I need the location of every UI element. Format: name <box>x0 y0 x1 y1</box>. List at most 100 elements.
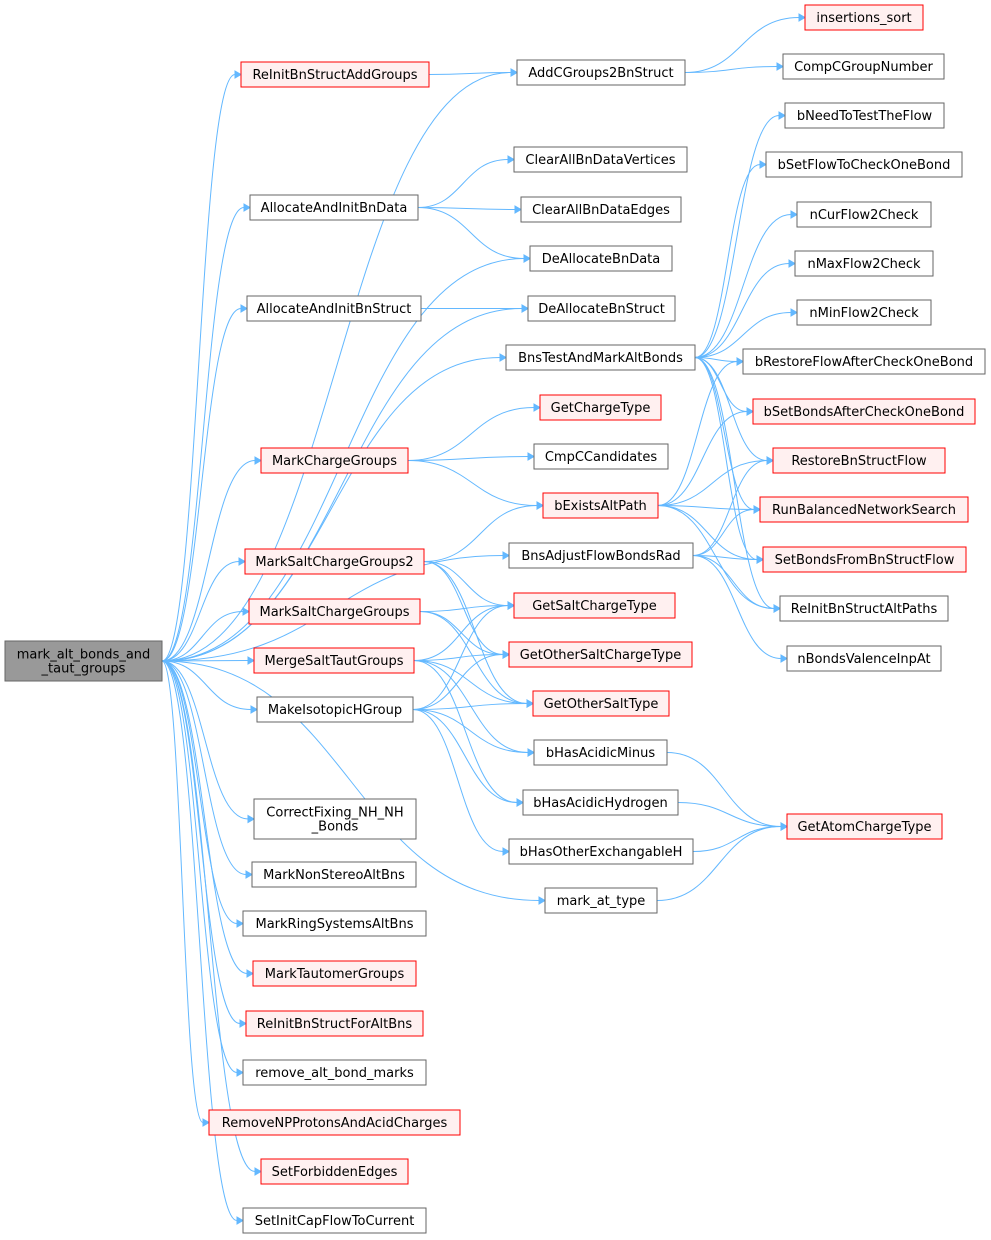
node-make-isotopic[interactable]: MakeIsotopicHGroup <box>256 696 414 723</box>
arrowhead-icon <box>780 822 788 831</box>
arrowhead-icon <box>536 501 544 510</box>
node-label: DeAllocateBnStruct <box>538 302 665 317</box>
node-comp-cgroup[interactable]: CompCGroupNumber <box>782 53 945 80</box>
node-add-cgroups[interactable]: AddCGroups2BnStruct <box>516 59 686 86</box>
node-dealloc-data[interactable]: DeAllocateBnData <box>529 245 673 272</box>
node-n-bonds-valence[interactable]: nBondsValenceInpAt <box>786 645 942 672</box>
node-box <box>240 61 430 88</box>
node-allocate-bn-data[interactable]: AllocateAndInitBnData <box>249 194 419 221</box>
node-remove-np[interactable]: RemoveNPProtonsAndAcidCharges <box>208 1109 461 1136</box>
edge-add_cgroups-to-comp_cgroup <box>684 62 784 73</box>
node-n-max-flow[interactable]: nMaxFlow2Check <box>794 250 934 277</box>
node-b-has-acidic-minus[interactable]: bHasAcidicMinus <box>533 739 668 766</box>
arrowhead-icon <box>538 896 546 905</box>
edge-line <box>161 660 248 974</box>
node-bns-adjust[interactable]: BnsAdjustFlowBondsRad <box>508 542 694 569</box>
node-bns-test[interactable]: BnsTestAndMarkAltBonds <box>505 344 696 371</box>
node-label: nBondsValenceInpAt <box>797 652 930 667</box>
node-mark-at-type[interactable]: mark_at_type <box>544 887 658 914</box>
node-label: CmpCCandidates <box>545 450 658 465</box>
node-label: ClearAllBnDataVertices <box>525 153 675 168</box>
node-b-exists-alt[interactable]: bExistsAltPath <box>542 492 659 519</box>
node-clear-edges[interactable]: ClearAllBnDataEdges <box>520 196 682 223</box>
node-get-other-salt-type[interactable]: GetOtherSaltType <box>532 690 670 717</box>
node-mark-nonstereo[interactable]: MarkNonStereoAltBns <box>251 861 417 888</box>
node-mark-salt[interactable]: MarkSaltChargeGroups <box>248 598 421 625</box>
edge-root-to-mark_charge_groups <box>161 456 262 662</box>
node-box <box>796 201 932 228</box>
edge-root-to-mark_at_type <box>161 660 546 905</box>
edge-make_isotopic-to-b_has_acidic_minus <box>412 709 535 757</box>
edge-line <box>423 561 504 655</box>
node-get-atom-charge[interactable]: GetAtomChargeType <box>786 813 943 840</box>
node-label: CompCGroupNumber <box>794 60 933 75</box>
node-b-need-test[interactable]: bNeedToTestTheFlow <box>784 102 945 129</box>
node-get-charge-type[interactable]: GetChargeType <box>539 394 662 421</box>
edge-line <box>161 357 501 662</box>
edge-line <box>692 460 768 556</box>
node-box <box>505 344 696 371</box>
node-label: RemoveNPProtonsAndAcidCharges <box>222 1116 448 1131</box>
node-box <box>244 548 425 575</box>
node-merge-salt[interactable]: MergeSaltTautGroups <box>253 647 415 674</box>
node-b-restore-flow[interactable]: bRestoreFlowAfterCheckOneBond <box>742 348 986 375</box>
node-box <box>772 447 946 474</box>
node-n-min-flow[interactable]: nMinFlow2Check <box>796 299 932 326</box>
edge-line <box>419 605 509 612</box>
node-set-init-cap[interactable]: SetInitCapFlowToCurrent <box>242 1207 427 1234</box>
node-reinit-altbns[interactable]: ReInitBnStructForAltBns <box>245 1010 424 1037</box>
node-set-bonds-from[interactable]: SetBondsFromBnStructFlow <box>762 546 967 573</box>
edge-bns_test-to-set_bonds_from <box>694 357 764 564</box>
node-get-salt-charge[interactable]: GetSaltChargeType <box>513 592 676 619</box>
node-box <box>539 394 662 421</box>
node-dealloc-struct[interactable]: DeAllocateBnStruct <box>527 295 676 322</box>
node-mark-ring[interactable]: MarkRingSystemsAltBns <box>242 910 427 937</box>
node-remove-alt[interactable]: remove_alt_bond_marks <box>242 1059 427 1086</box>
node-label: MarkNonStereoAltBns <box>263 868 405 883</box>
node-box <box>4 640 163 682</box>
edge-line <box>161 74 236 662</box>
node-restore-bn[interactable]: RestoreBnStructFlow <box>772 447 946 474</box>
arrowhead-icon <box>773 604 781 613</box>
node-b-set-bonds[interactable]: bSetBondsAfterCheckOneBond <box>752 398 976 425</box>
node-get-other-salt-charge[interactable]: GetOtherSaltChargeType <box>508 641 693 668</box>
node-mark-salt2[interactable]: MarkSaltChargeGroups2 <box>244 548 425 575</box>
node-set-forbidden[interactable]: SetForbiddenEdges <box>260 1158 409 1185</box>
node-reinit-altpaths[interactable]: ReInitBnStructAltPaths <box>779 595 949 622</box>
node-mark-charge-groups[interactable]: MarkChargeGroups <box>260 447 409 474</box>
node-clear-vertices[interactable]: ClearAllBnDataVertices <box>513 146 688 173</box>
node-root[interactable]: mark_alt_bonds_and_taut_groups <box>4 640 163 682</box>
edge-bns_test-to-n_min_flow <box>694 308 798 358</box>
edge-line <box>423 505 538 562</box>
arrowhead-icon <box>502 847 510 856</box>
edge-mark_at_type-to-get_atom_charge <box>656 822 788 901</box>
node-b-set-flow[interactable]: bSetFlowToCheckOneBond <box>765 151 963 178</box>
node-correct-fixing[interactable]: CorrectFixing_NH_NH_Bonds <box>253 798 417 840</box>
edge-line <box>684 17 800 73</box>
edge-bns_test-to-n_cur_flow <box>694 210 798 358</box>
node-reinit-add-groups[interactable]: ReInitBnStructAddGroups <box>240 61 430 88</box>
edge-bns_test-to-n_max_flow <box>694 259 796 358</box>
node-run-balanced[interactable]: RunBalancedNetworkSearch <box>759 496 969 523</box>
node-b-has-acidic-h[interactable]: bHasAcidicHydrogen <box>522 789 679 816</box>
edge-b_exists_alt-to-run_balanced <box>657 505 761 514</box>
node-n-cur-flow[interactable]: nCurFlow2Check <box>796 201 932 228</box>
node-insertions-sort[interactable]: insertions_sort <box>804 4 924 31</box>
edge-line <box>161 660 249 820</box>
node-label: bHasAcidicHydrogen <box>533 796 667 811</box>
edge-root-to-set_init_cap <box>161 660 244 1225</box>
node-cmp-candidates[interactable]: CmpCCandidates <box>533 443 669 470</box>
edge-bns_test-to-b_set_flow <box>694 160 767 358</box>
node-label: bHasOtherExchangableH <box>520 845 683 860</box>
node-label: ClearAllBnDataEdges <box>532 203 670 218</box>
node-mark-tautomer[interactable]: MarkTautomerGroups <box>252 960 417 987</box>
node-allocate-bn-struct[interactable]: AllocateAndInitBnStruct <box>246 295 422 322</box>
node-label: RunBalancedNetworkSearch <box>772 503 956 518</box>
node-box <box>256 696 414 723</box>
node-b-has-other-exch[interactable]: bHasOtherExchangableH <box>508 838 694 865</box>
node-box <box>508 641 693 668</box>
node-box <box>508 838 694 865</box>
edge-line <box>412 605 509 710</box>
arrowhead-icon <box>254 456 262 465</box>
